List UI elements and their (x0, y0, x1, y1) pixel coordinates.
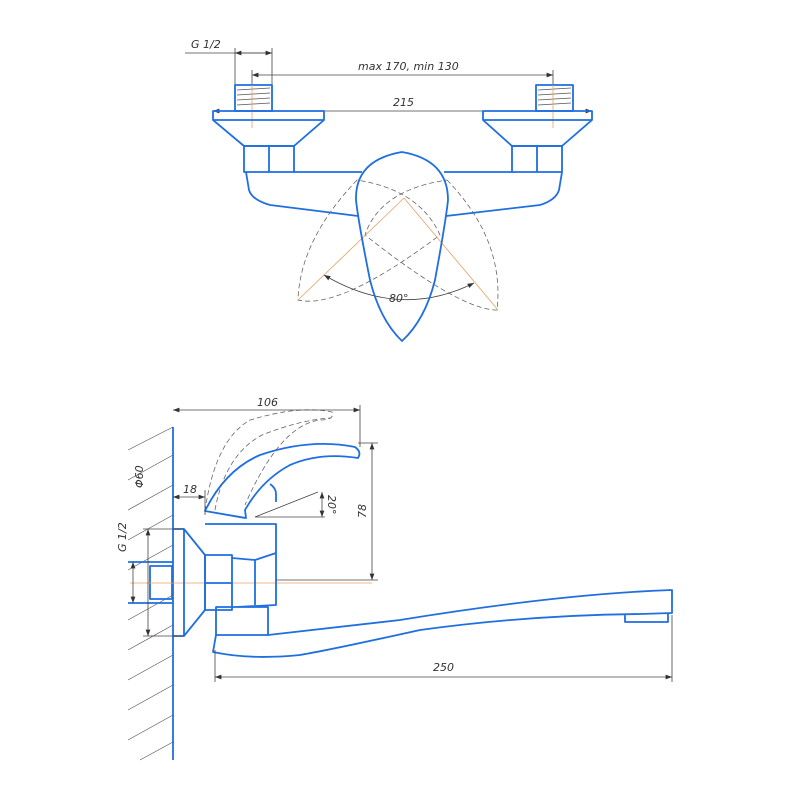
top-view: G 1/2 max 170, min 130 215 80° (185, 38, 593, 342)
depth-label: 106 (257, 396, 278, 409)
wall-hatching (127, 426, 174, 761)
wall-thread-pipe (128, 561, 372, 604)
angle-label: 80° (389, 292, 409, 305)
spacing-label: max 170, min 130 (358, 60, 459, 73)
spout (212, 589, 673, 658)
width-label: 215 (393, 96, 414, 109)
height-label: 78 (356, 504, 369, 518)
thread-connector-left (234, 84, 273, 112)
spout-length-label: 250 (433, 661, 454, 674)
lever-handle-top (355, 151, 449, 342)
side-view: 106 Φ60 18 20° 78 G 1/2 250 (116, 396, 673, 761)
thread-size-label: G 1/2 (191, 38, 221, 51)
handle-range-ghosts-side (204, 409, 333, 512)
side-thread-label: G 1/2 (116, 522, 129, 552)
lever-handle-side (204, 443, 361, 519)
tilt-angle-label: 20° (325, 495, 338, 515)
flange-left (212, 110, 325, 173)
dimension-lines-side (130, 405, 673, 682)
body-top-view (245, 171, 563, 217)
flange-right (482, 110, 593, 173)
dimension-lines-top (185, 48, 592, 114)
handle-range-ghosts (297, 179, 499, 311)
thread-connector-right (535, 84, 574, 112)
diameter-label: Φ60 (133, 465, 146, 488)
wall-flange (173, 528, 206, 637)
offset-label: 18 (183, 483, 197, 496)
body-side-view (204, 523, 277, 636)
